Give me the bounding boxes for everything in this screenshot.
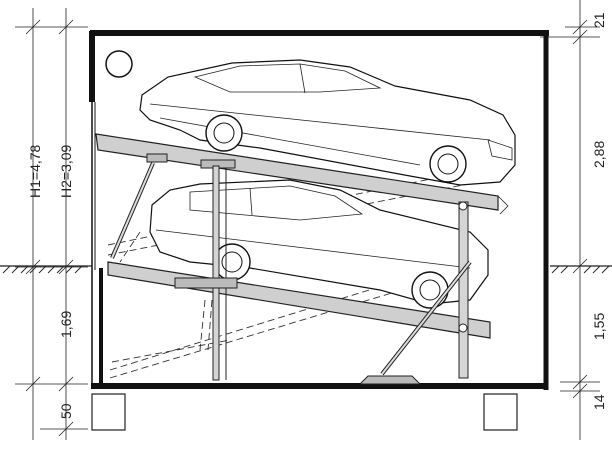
right-dimension-lines <box>540 0 600 440</box>
dimension-h1: H1=4,78 <box>27 144 43 198</box>
dimension-right-lower: 1,55 <box>591 313 607 340</box>
upper-car <box>139 59 516 186</box>
upper-platform-bracket-left <box>146 153 168 163</box>
right-post <box>458 201 469 379</box>
dimension-right-bottom: 14 <box>591 394 607 410</box>
drawing-symbol-circle <box>105 50 133 78</box>
left-dimension-lines <box>15 8 88 440</box>
dimension-right-middle: 2,88 <box>591 141 607 168</box>
dimension-left-bottom: 50 <box>58 403 74 419</box>
dimension-right-top: 21 <box>591 12 607 28</box>
lift-mechanism <box>110 162 472 385</box>
pit-enclosure <box>89 30 549 390</box>
dimension-left-lower: 1,69 <box>58 311 74 338</box>
lower-car <box>149 179 489 309</box>
dimension-h2: H2=3,09 <box>58 144 74 198</box>
upper-platform <box>95 133 499 211</box>
middle-post <box>212 165 220 381</box>
ground-line-left <box>0 265 92 274</box>
foundation-block-right <box>483 393 518 431</box>
foundation-block-left <box>91 393 126 431</box>
ground-line-right <box>550 265 612 274</box>
